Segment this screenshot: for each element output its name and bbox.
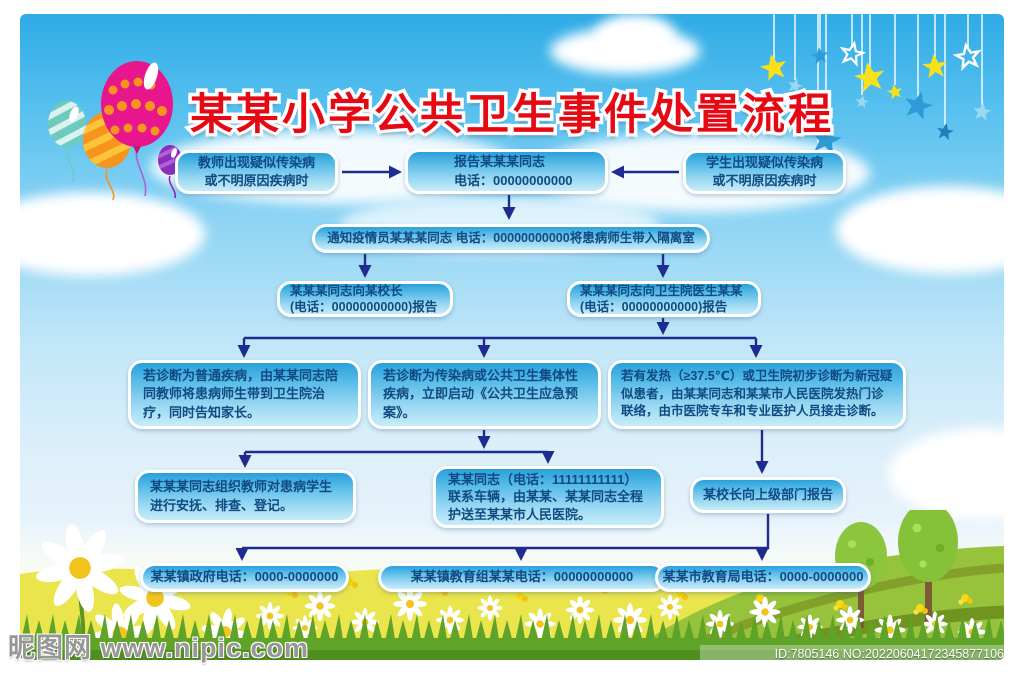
box-city-edu-phone: 某某市教育局电话：0000-0000000: [655, 563, 871, 592]
health-flowchart-poster: 某某小学公共卫生事件处置流程: [20, 14, 1004, 660]
id-watermark: ID:7805146 NO:20220604172345877106: [700, 645, 1008, 664]
cloud: [595, 14, 675, 56]
hanging-stars-illustration: [758, 14, 993, 183]
box-town-edu-phone: 某某镇教育组某某电话：00000000000: [378, 563, 666, 592]
nipic-watermark: 昵图网 www.nipic.com: [8, 633, 310, 663]
box-report-contact: 报告某某某同志 电话：00000000000: [405, 149, 608, 194]
box-teacher-case: 教师出现疑似传染病 或不明原因疾病时: [175, 150, 338, 194]
box-ordinary-disease: 若诊断为普通疾病，由某某同志陪同教师将患病师生带到卫生院治疗，同时告知家长。: [128, 360, 361, 429]
box-notify-epidemic-officer: 通知疫情员某某某同志 电话：00000000000将患病师生带入隔离室: [312, 224, 710, 253]
cloud: [836, 186, 1004, 274]
box-principal-report-superior: 某校长向上级部门报告: [690, 477, 846, 513]
box-report-clinic-doctor: 某某某同志向卫生院医生某某 (电话：00000000000)报告: [567, 281, 761, 317]
box-comfort-students: 某某某同志组织教师对患病学生进行安抚、排查、登记。: [135, 470, 356, 523]
box-infectious-disease: 若诊断为传染病或公共卫生集体性疾病，立即启动《公共卫生应急预案》。: [368, 360, 601, 429]
flow-arrows: [235, 165, 770, 561]
box-student-case: 学生出现疑似传染病 或不明原因疾病时: [683, 150, 846, 194]
box-town-gov-phone: 某某镇政府电话：0000-0000000: [140, 563, 349, 592]
poster-title: 某某小学公共卫生事件处置流程: [187, 88, 835, 143]
box-escort-hospital: 某某同志（电话：11111111111） 联系车辆，由某某、某某同志全程护送至某…: [433, 466, 664, 528]
box-report-principal: 某某某同志向某校长 (电话：00000000000)报告: [277, 281, 453, 317]
box-fever-covid: 若有发热（≥37.5℃）或卫生院初步诊断为新冠疑似患者，由某某同志和某某市人民医…: [608, 360, 906, 429]
balloons-illustration: [48, 61, 182, 201]
cloud: [20, 192, 205, 276]
